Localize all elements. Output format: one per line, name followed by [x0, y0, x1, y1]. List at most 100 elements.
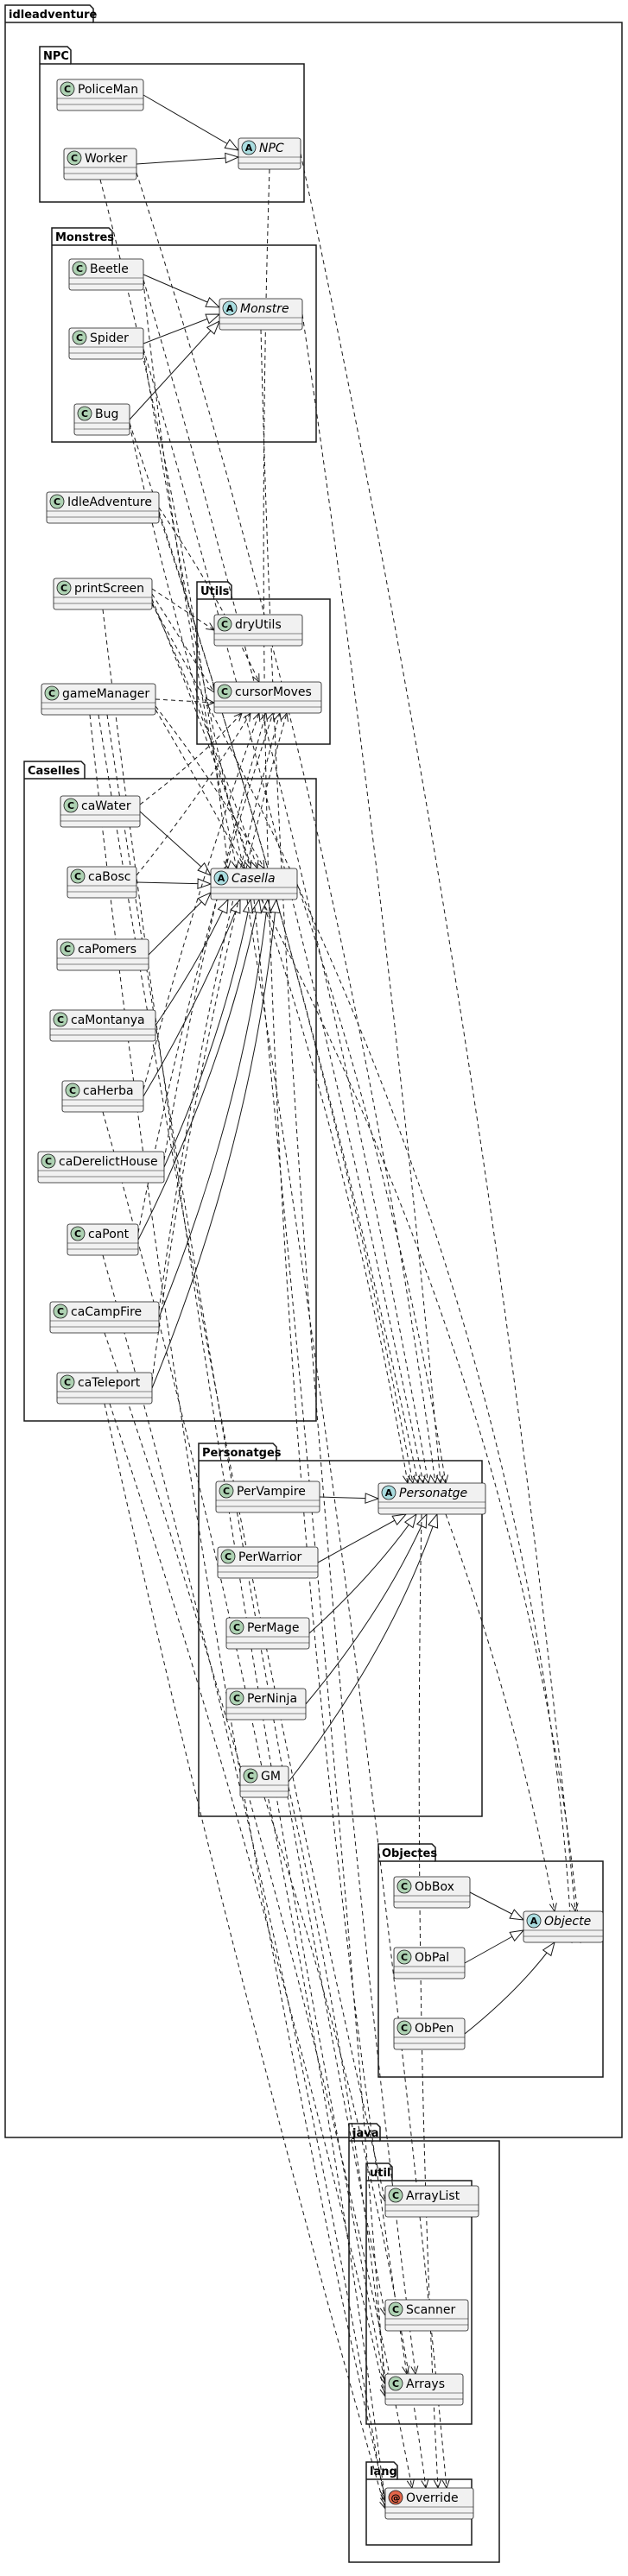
class-icon: C	[243, 1768, 258, 1784]
package-root-label: idleadventure	[9, 9, 98, 22]
edge-gm-arrays	[288, 1786, 389, 2383]
class-capomers-label: caPomers	[78, 943, 136, 957]
class-caderelicthouse-label: caDerelictHouse	[59, 1155, 158, 1169]
class-icon: C	[72, 330, 87, 345]
edge-capont-override	[102, 1254, 388, 2507]
class-icon: C	[60, 1374, 75, 1390]
class-icon: C	[220, 1549, 236, 1564]
svg-text:C: C	[392, 2190, 399, 2201]
package-lang-label: lang	[370, 2466, 397, 2478]
edge-cateleport-cursormoves	[151, 711, 289, 1382]
package-caselles: Caselles	[23, 761, 317, 1422]
svg-text:C: C	[57, 1014, 64, 1026]
class-icon: C	[53, 1304, 68, 1319]
class-npc-label: NPC	[259, 142, 284, 155]
package-objectes-label: Objectes	[382, 1847, 437, 1860]
class-cabosc-label: caBosc	[88, 870, 130, 884]
svg-text:C: C	[71, 153, 78, 164]
class-icon: C	[44, 685, 60, 701]
package-caselles-label: Caselles	[28, 765, 80, 778]
edge-gm-personatge	[288, 1512, 439, 1783]
abstract-class-icon: A	[222, 300, 238, 316]
class-obbox[interactable]: C ObBox	[393, 1876, 471, 1909]
class-printscreen-label: printScreen	[74, 582, 144, 596]
class-idleadventure-label: IdleAdventure	[67, 496, 152, 509]
package-util: util	[365, 2162, 473, 2425]
package-personatges: Personatges	[198, 1443, 483, 1817]
class-icon: C	[63, 798, 79, 813]
class-obbox-label: ObBox	[415, 1880, 454, 1894]
class-icon: C	[396, 1878, 412, 1894]
class-override[interactable]: @Override	[384, 2487, 474, 2520]
edge-npc-arrays	[263, 168, 410, 2376]
edge-bug-casella	[129, 424, 252, 870]
class-icon: C	[388, 2301, 403, 2317]
edge-perwarrior-personatge	[317, 1513, 408, 1563]
package-objectes: Objectes	[377, 1843, 604, 2078]
package-lang: lang	[365, 2461, 473, 2546]
class-objecte-label: Objecte	[544, 1915, 591, 1929]
class-icon: C	[217, 684, 232, 699]
edge-cawater-casella	[139, 811, 213, 876]
svg-text:C: C	[401, 1881, 408, 1892]
edge-spider-monstre	[143, 313, 221, 344]
package-monstres: Monstres	[51, 227, 317, 443]
class-icon: C	[72, 261, 87, 276]
class-policeman-label: PoliceMan	[78, 83, 138, 97]
edge-personatge-objecte	[445, 1513, 557, 1913]
class-capont-label: caPont	[88, 1228, 130, 1241]
edge-pervampire-personatge	[319, 1493, 380, 1504]
class-casella-label: Casella	[232, 872, 276, 886]
edge-policeman-npc	[143, 94, 240, 151]
edge-worker-personatge	[136, 172, 439, 1485]
class-cacampfire-label: caCampFire	[71, 1305, 142, 1319]
class-icon: C	[67, 150, 82, 166]
svg-text:C: C	[76, 263, 83, 275]
edge-gamemanager-override	[89, 714, 388, 2500]
edge-capont-casella	[137, 898, 263, 1241]
class-icon: C	[219, 1483, 234, 1499]
svg-text:C: C	[247, 1771, 254, 1782]
class-perninja-label: PerNinja	[247, 1692, 297, 1706]
class-obpen-label: ObPen	[415, 2022, 454, 2036]
class-icon: C	[60, 81, 75, 97]
class-caherba-label: caHerba	[83, 1084, 134, 1098]
edge-monstre-personatge	[301, 313, 444, 1485]
class-icon: C	[60, 941, 75, 957]
